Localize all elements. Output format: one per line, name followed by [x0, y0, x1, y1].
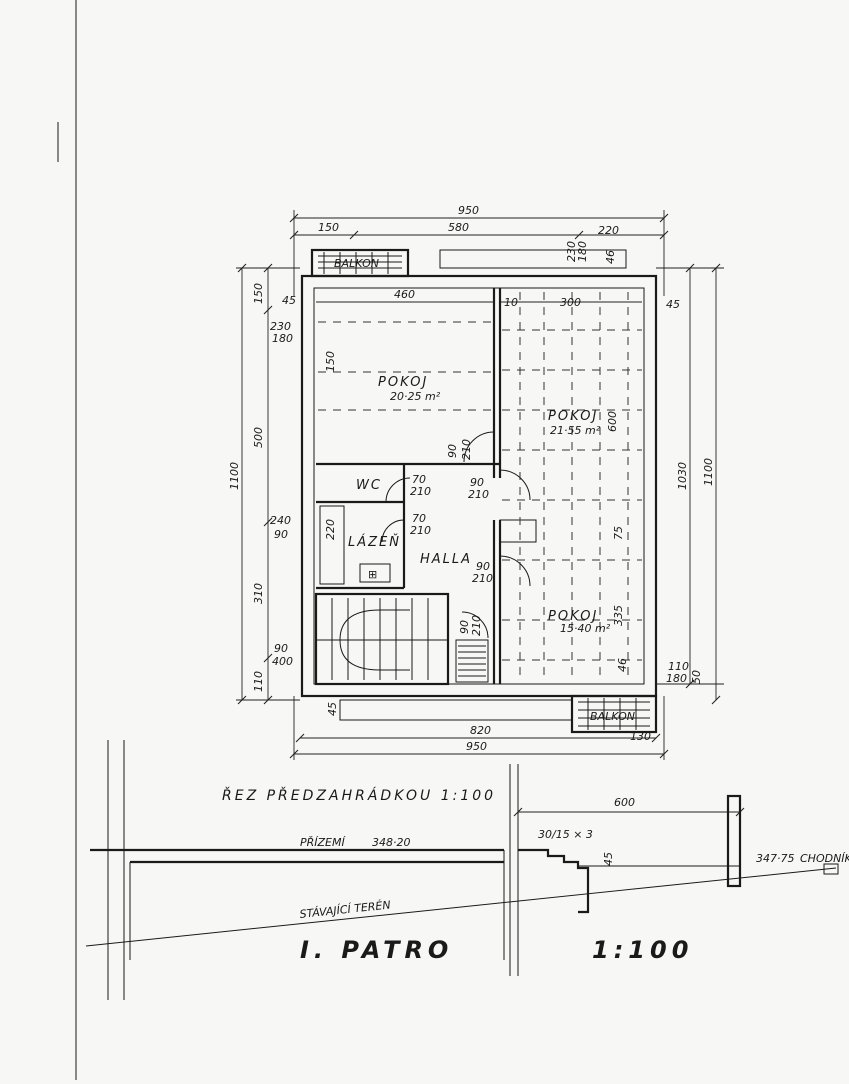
label-balcony-bottom: BALKON: [590, 710, 635, 723]
door-labels: 90 210 90 210 70 210 70 210 90 210 90 21…: [410, 439, 493, 636]
dim-left-400: 400: [272, 655, 293, 668]
dim-45-right: 45: [666, 298, 680, 311]
interior-dimensions: 460 10 300 45 45 150 220 600 335 75 46: [282, 288, 680, 672]
dim-right-335: 335: [612, 605, 625, 626]
label-bath: LÁZEŇ: [348, 534, 401, 550]
label-wc: WC: [356, 478, 382, 493]
section-sidewalk: CHODNÍK: [800, 852, 849, 865]
section-ground-level: 348·20: [372, 836, 411, 849]
dim-left-150: 150: [252, 283, 265, 304]
dim-right-1100: 1100: [702, 458, 715, 486]
dim-v150: 150: [324, 351, 337, 372]
section-steps: 30/15 × 3: [538, 828, 593, 841]
dim-room1-width: 460: [394, 288, 415, 301]
label-room-2: POKOJ: [548, 409, 598, 424]
door-1-h: 210: [460, 439, 473, 460]
dim-right-180: 180: [666, 672, 687, 685]
bottom-dimensions: 820 950 45 130: [289, 696, 669, 760]
door-3-w: 70: [412, 473, 426, 486]
dim-right-110: 110: [668, 660, 689, 673]
dim-left-500: 500: [252, 427, 265, 448]
door-2-w: 90: [470, 476, 484, 489]
dim-left-180: 180: [272, 332, 293, 345]
dim-right-46: 46: [616, 658, 629, 672]
dim-top-a: 230: [565, 241, 578, 262]
door-6-h: 210: [470, 615, 483, 636]
top-dimensions: 950 150 580 220 230 180 46: [289, 204, 669, 296]
sheet-title: I. PATRO: [300, 936, 453, 964]
dim-bottom-950: 950: [466, 740, 487, 753]
dim-top-b: 180: [576, 241, 589, 262]
left-dimensions: 1100 150 230 180 500 240 90 310 90 400 1…: [228, 263, 300, 705]
dim-right-75: 75: [612, 526, 625, 540]
dim-right-50: 50: [690, 670, 703, 684]
section-sidewalk-level: 347·75: [756, 852, 795, 865]
sheet-scale: 1:100: [592, 936, 693, 964]
section-drawing: ŘEZ PŘEDZAHRÁDKOU 1:100 STÁVAJÍCÍ TERÉN …: [85, 740, 849, 1000]
dim-bottom-820: 820: [470, 724, 491, 737]
door-2-h: 210: [468, 488, 489, 501]
dim-right-1030: 1030: [676, 462, 689, 490]
right-dimensions: 1030 1100 110 180 50: [656, 263, 724, 705]
building-walls: ⊞: [300, 274, 658, 698]
label-hall: HALLA: [420, 552, 472, 567]
dim-left-110: 110: [252, 671, 265, 692]
label-room-3-area: 15·40 m²: [560, 622, 611, 635]
dim-left-90: 90: [274, 528, 288, 541]
dim-top-left: 150: [318, 221, 339, 234]
door-4-h: 210: [410, 524, 431, 537]
dim-right-600: 600: [606, 411, 619, 432]
dim-top-c: 46: [604, 250, 617, 264]
dim-left-230: 230: [270, 320, 291, 333]
dim-45-left: 45: [282, 294, 296, 307]
dim-left-1100: 1100: [228, 462, 241, 490]
bottom-balcony: BALKON: [339, 694, 658, 734]
label-room-1: POKOJ: [378, 375, 428, 390]
svg-text:⊞: ⊞: [368, 568, 377, 581]
dim-top-right: 220: [598, 224, 619, 237]
dim-w10: 10: [504, 296, 518, 309]
dim-left-90b: 90: [274, 642, 288, 655]
section-title: ŘEZ PŘEDZAHRÁDKOU 1:100: [222, 787, 496, 804]
section-terrain: STÁVAJÍCÍ TERÉN: [299, 899, 391, 921]
door-5-w: 90: [476, 560, 490, 573]
section-width-600: 600: [614, 796, 635, 809]
dim-bottom-130: 130: [630, 730, 651, 743]
label-room-1-area: 20·25 m²: [390, 390, 441, 403]
dim-left-240: 240: [270, 514, 291, 527]
label-room-2-area: 21·55 m²: [550, 424, 601, 437]
section-step-h: 45: [602, 852, 615, 866]
door-5-h: 210: [472, 572, 493, 585]
label-balcony-top: BALKON: [334, 257, 379, 270]
section-ground: PŘÍZEMÍ: [300, 836, 346, 849]
dim-bottom-45: 45: [326, 702, 339, 716]
dim-room2-width: 300: [560, 296, 581, 309]
door-6-w: 90: [458, 620, 471, 634]
dim-top-total: 950: [458, 204, 479, 217]
dim-top-mid: 580: [448, 221, 469, 234]
door-3-h: 210: [410, 485, 431, 498]
dim-left-310: 310: [252, 583, 265, 604]
label-room-3: POKOJ: [548, 609, 598, 624]
door-1-w: 90: [446, 444, 459, 458]
dim-v220: 220: [324, 519, 337, 540]
door-4-w: 70: [412, 512, 426, 525]
